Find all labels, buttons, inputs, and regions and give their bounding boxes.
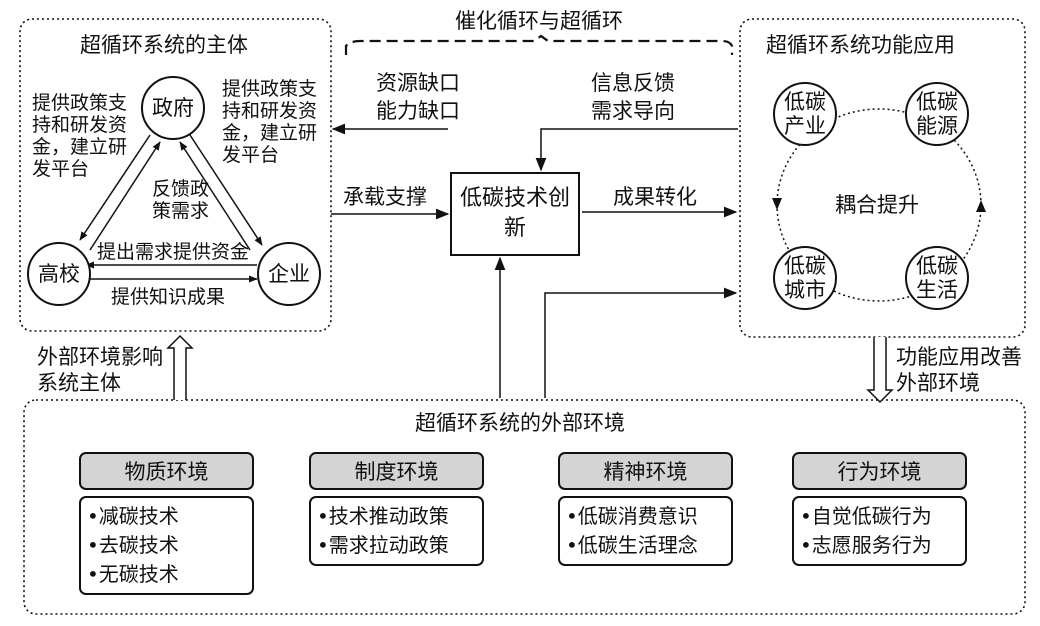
external-up-arrow (166, 334, 194, 400)
node-industry: 低碳产业 (773, 82, 837, 146)
environment-title: 超循环系统的外部环境 (415, 411, 625, 435)
env-item: •自觉低碳行为 (800, 504, 932, 528)
improve-label: 功能应用改善外部环境 (896, 345, 1022, 395)
env-item: •低碳生活理念 (566, 533, 698, 557)
gov-univ-arrow (79, 134, 151, 241)
knowledge-note: 提供知识成果 (111, 286, 226, 308)
catalytic-label: 催化循环与超循环 (455, 9, 623, 33)
resource-gap-label: 资源缺口 (376, 71, 460, 95)
ent-label: 企业 (268, 262, 310, 286)
env-group-body: •自觉低碳行为 •志愿服务行为 (792, 496, 967, 566)
node-city-label: 低碳城市 (784, 254, 826, 302)
node-life: 低碳生活 (905, 246, 969, 310)
environment-box (23, 399, 1026, 615)
gov-ent-arrow (189, 134, 263, 246)
env-group-spirit: 精神环境 •低碳消费意识 •低碳生活理念 (558, 452, 733, 566)
env-group-body: •低碳消费意识 •低碳生活理念 (558, 496, 733, 566)
core-label: 低碳技术创新 (460, 186, 571, 241)
env-app-arrow (544, 287, 738, 398)
cycle-arrowhead-right (976, 200, 986, 212)
node-energy-label: 低碳能源 (916, 90, 958, 138)
env-item: •去碳技术 (87, 533, 179, 557)
demand-fund-note: 提出需求提供资金 (97, 241, 250, 263)
gov-label: 政府 (152, 96, 194, 120)
gov-univ-note: 提供政策支持和研发资金，建立研发平台 (32, 92, 128, 180)
node-city: 低碳城市 (773, 246, 837, 310)
univ-gov-arrow (89, 141, 161, 251)
external-influence-label: 外部环境影响系统主体 (37, 345, 163, 395)
subject-box (19, 18, 332, 332)
env-group-behavior: 行为环境 •自觉低碳行为 •志愿服务行为 (792, 452, 967, 566)
application-box (739, 18, 1026, 338)
node-life-label: 低碳生活 (916, 254, 958, 302)
support-label: 承载支撑 (343, 185, 427, 209)
gov-ent-note: 提供政策支持和研发资金，建立研发平台 (222, 78, 318, 166)
node-energy: 低碳能源 (905, 82, 969, 146)
env-group-header: 物质环境 (79, 452, 254, 490)
env-group-material: 物质环境 •减碳技术 •去碳技术 •无碳技术 (79, 452, 254, 595)
env-item: •技术推动政策 (317, 504, 449, 528)
ent-gov-arrow (179, 141, 251, 251)
env-group-institution: 制度环境 •技术推动政策 •需求拉动政策 (309, 452, 484, 566)
info-feedback-label: 信息反馈 (591, 71, 675, 95)
catalytic-cycle-arc (344, 34, 734, 55)
improve-down-arrow (866, 337, 894, 404)
feedback-arrow (535, 128, 738, 172)
application-title: 超循环系统功能应用 (766, 33, 955, 57)
cycle-arrowhead-left (772, 198, 782, 210)
env-group-body: •技术推动政策 •需求拉动政策 (309, 496, 484, 566)
feedback-note: 反馈政策需求 (152, 178, 210, 222)
env-item: •低碳消费意识 (566, 504, 698, 528)
univ-node: 高校 (27, 242, 91, 306)
env-item: •无碳技术 (87, 562, 179, 586)
coupling-label: 耦合提升 (835, 193, 919, 217)
node-industry-label: 低碳产业 (784, 90, 826, 138)
transform-label: 成果转化 (613, 185, 697, 209)
env-group-body: •减碳技术 •去碳技术 •无碳技术 (79, 496, 254, 595)
env-item: •减碳技术 (87, 504, 179, 528)
ent-node: 企业 (257, 242, 321, 306)
env-group-header: 制度环境 (309, 452, 484, 490)
env-item: •志愿服务行为 (800, 533, 932, 557)
env-item: •需求拉动政策 (317, 533, 449, 557)
env-group-header: 行为环境 (792, 452, 967, 490)
subject-title: 超循环系统的主体 (80, 33, 248, 57)
core-box: 低碳技术创新 (450, 172, 580, 256)
env-group-header: 精神环境 (558, 452, 733, 490)
demand-guide-label: 需求导向 (591, 99, 675, 123)
univ-label: 高校 (38, 262, 80, 286)
gov-node: 政府 (141, 76, 205, 140)
capability-gap-label: 能力缺口 (376, 99, 460, 123)
